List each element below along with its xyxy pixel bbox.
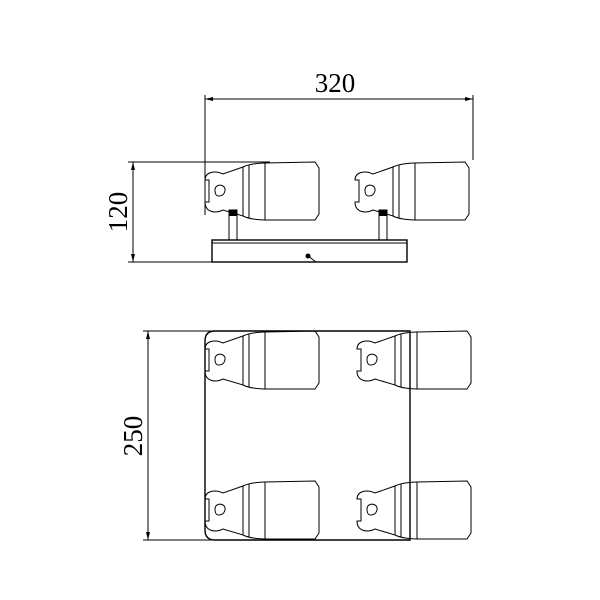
base-plate bbox=[211, 239, 408, 263]
height-dimension: 120 bbox=[103, 161, 270, 263]
width-label: 320 bbox=[315, 68, 356, 98]
top-view: 250 bbox=[118, 330, 472, 541]
width-dimension: 320 bbox=[204, 68, 474, 215]
top-spot-lower-right bbox=[356, 480, 472, 540]
top-spot-upper-left bbox=[204, 330, 320, 390]
top-base-plate bbox=[204, 330, 411, 541]
depth-dimension: 250 bbox=[118, 330, 262, 541]
height-label: 120 bbox=[103, 192, 133, 233]
top-spot-upper-right bbox=[356, 330, 472, 390]
depth-label: 250 bbox=[118, 416, 148, 457]
side-spot-right bbox=[354, 161, 470, 221]
side-spot-left bbox=[204, 161, 320, 221]
stems bbox=[228, 209, 388, 241]
top-spot-lower-left bbox=[204, 480, 320, 540]
side-view: 320 120 bbox=[103, 68, 474, 263]
